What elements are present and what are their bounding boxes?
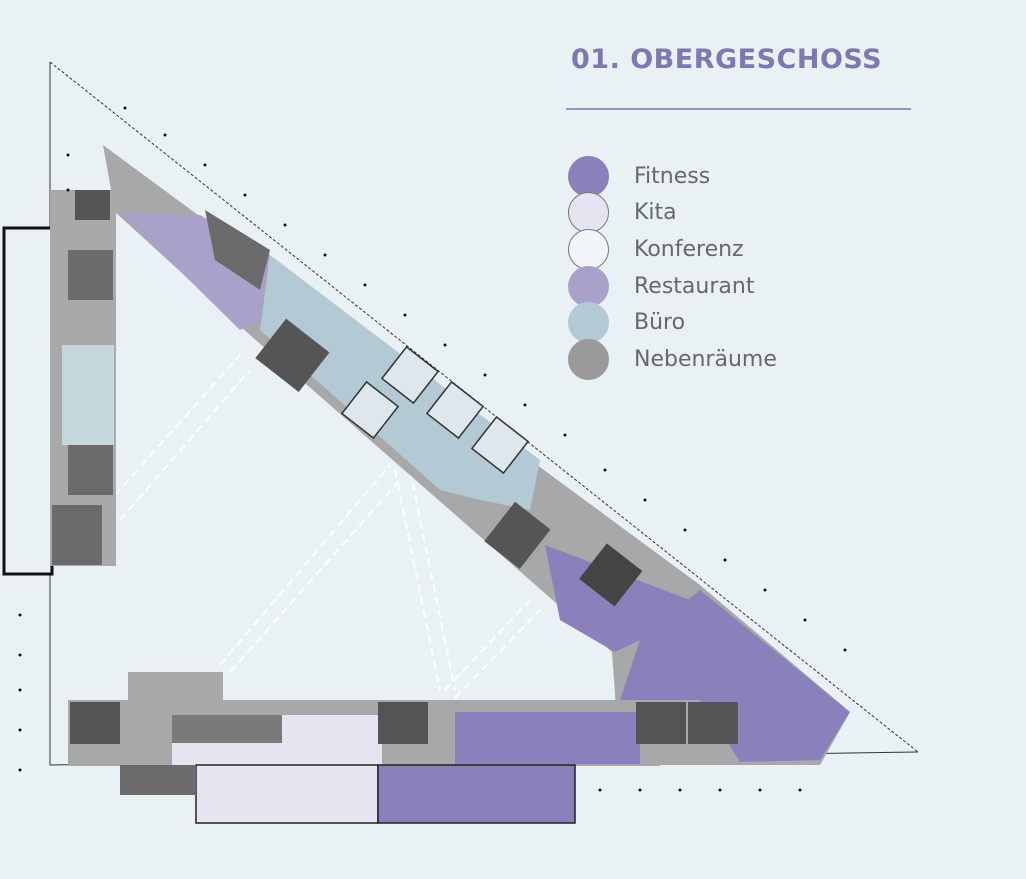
column-dots	[18, 106, 847, 792]
legend-item-nebenraeume: Nebenräume	[568, 338, 777, 380]
legend-swatch	[568, 228, 609, 270]
kita-lower	[195, 764, 379, 824]
left-wing-office	[62, 345, 114, 445]
legend-label: Restaurant	[634, 273, 755, 299]
legend-swatch	[568, 192, 609, 234]
core-left-2	[68, 445, 113, 495]
fitness-bottom	[455, 712, 640, 764]
legend-swatch	[568, 302, 609, 344]
fitness-lower	[620, 590, 850, 762]
neben-bottom	[120, 765, 196, 795]
core-left-4	[52, 505, 102, 565]
core-fitness	[579, 543, 643, 607]
legend-label: Nebenräume	[634, 346, 777, 372]
terrace	[2, 226, 54, 576]
floor-title: 01. OBERGESCHOSS	[571, 44, 883, 75]
legend: Fitness Kita Konferenz Restaurant Büro N…	[568, 155, 777, 380]
core-bottom-3	[636, 702, 686, 744]
legend-label: Kita	[634, 200, 677, 226]
legend-item-fitness: Fitness	[568, 155, 777, 197]
core-mid-2	[484, 501, 551, 569]
core-left-3	[75, 190, 110, 220]
legend-item-konferenz: Konferenz	[568, 228, 777, 270]
legend-label: Konferenz	[634, 236, 744, 262]
legend-item-kita: Kita	[568, 192, 777, 234]
legend-label: Fitness	[634, 163, 711, 189]
kitchen-core	[205, 210, 270, 290]
conference-rooms	[340, 345, 530, 475]
atrium-lines	[114, 354, 541, 699]
legend-item-buero: Büro	[568, 302, 777, 344]
core-bottom-2	[378, 702, 428, 744]
legend-label: Büro	[634, 310, 686, 336]
legend-swatch	[568, 155, 609, 197]
legend-swatch	[568, 265, 609, 307]
core-bottom-4	[688, 702, 738, 744]
core-mid-1	[255, 318, 330, 392]
legend-swatch	[568, 338, 609, 380]
service-bottom	[172, 715, 282, 743]
core-left-1	[68, 250, 113, 300]
legend-item-restaurant: Restaurant	[568, 265, 777, 307]
bottom-top-block	[128, 672, 223, 712]
core-bottom-1	[70, 702, 120, 744]
fitness-changing	[377, 764, 576, 824]
title-divider	[566, 108, 911, 110]
